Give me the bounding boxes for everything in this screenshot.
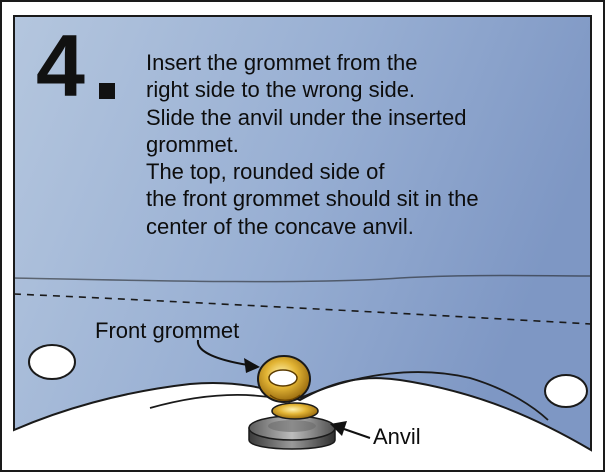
anvil-arrowhead (330, 421, 347, 436)
anvil-leader (343, 428, 371, 439)
instruction-line: the front grommet should sit in the (146, 186, 479, 212)
instruction-line: Slide the anvil under the inserted (146, 104, 467, 130)
anvil-label: Anvil (373, 424, 421, 449)
stitch-line (13, 293, 592, 325)
front-grommet-icon (257, 355, 311, 403)
instruction-line: The top, rounded side of (146, 159, 385, 185)
instruction-line: right side to the wrong side. (146, 77, 416, 103)
step-number: 4 (36, 16, 85, 115)
fabric-layer-curve-right (299, 371, 549, 421)
back-grommet-icon (271, 402, 319, 420)
fabric-layer-curve-upper (149, 393, 276, 409)
instruction-line: center of the concave anvil. (146, 213, 414, 239)
fabric-sheet (13, 15, 592, 452)
fold-line (13, 274, 592, 283)
left-grommet-hole (28, 344, 76, 380)
right-grommet-hole (544, 374, 588, 408)
anvil-icon (248, 415, 336, 450)
front-grommet-label: Front grommet (95, 318, 240, 343)
instruction-line: Insert the grommet from the (146, 50, 418, 75)
instruction-text: Insert the grommet from the right side t… (146, 49, 586, 240)
step-number-period (99, 83, 115, 99)
front-grommet-leader (196, 339, 249, 366)
instruction-line: grommet. (146, 131, 239, 157)
front-grommet-arrowhead (244, 358, 260, 373)
